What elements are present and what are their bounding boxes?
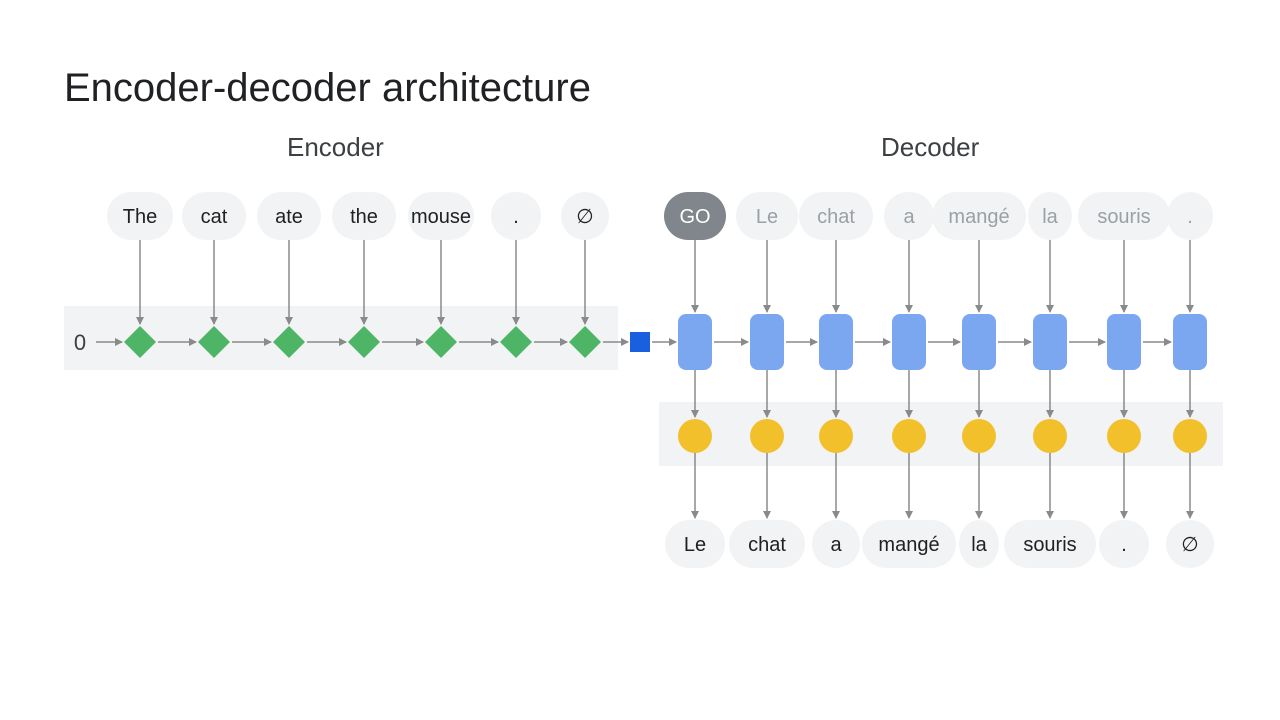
decoder-input-label: a [903, 206, 915, 228]
encoder-token-0: The [107, 192, 173, 240]
decoder-input-token-3-bg [884, 192, 934, 240]
encoder-token-label: ate [275, 206, 303, 228]
decoder-cell-2-rounded-rect-icon [819, 314, 853, 370]
decoder-title: Decoder [881, 132, 980, 162]
decoder-input-token-2: chat [799, 192, 873, 240]
decoder-output-label: a [830, 534, 842, 556]
encoder-token-3-bg [332, 192, 396, 240]
encoder-token-label: ∅ [576, 206, 593, 228]
encoder-cell-3-diamond-icon [348, 326, 380, 358]
encoder-token-3: the [332, 192, 396, 240]
encoder-token-label: . [513, 206, 519, 228]
encoder-token-1-bg [182, 192, 246, 240]
decoder-output-token-6: . [1099, 520, 1149, 568]
decoder-output-label: Le [684, 534, 706, 556]
decoder-output-label: ∅ [1181, 534, 1198, 556]
encoder-token-4: mouse [408, 192, 474, 240]
decoder-output-token-5-bg [1004, 520, 1096, 568]
decoder-input-token-6: souris [1078, 192, 1170, 240]
encoder-title: Encoder [287, 132, 384, 162]
decoder-output-token-1-bg [729, 520, 805, 568]
decoder-output-token-5: souris [1004, 520, 1096, 568]
encoder-token-2: ate [257, 192, 321, 240]
decoder-output-label: . [1121, 534, 1127, 556]
decoder-input-token-2-bg [799, 192, 873, 240]
decoder-input-token-4: mangé [932, 192, 1026, 240]
output-node-4-circle-icon [962, 419, 996, 453]
output-node-1-circle-icon [750, 419, 784, 453]
output-node-5-circle-icon [1033, 419, 1067, 453]
encoder-token-0-bg [107, 192, 173, 240]
encoder-token-5: . [491, 192, 541, 240]
output-node-2-circle-icon [819, 419, 853, 453]
decoder-output-token-7: ∅ [1166, 520, 1214, 568]
decoder-input-token-0: GO [664, 192, 726, 240]
encoder-token-6: ∅ [561, 192, 609, 240]
encoder-token-label: The [123, 206, 157, 228]
decoder-input-label: la [1042, 206, 1058, 228]
decoder-output-token-1: chat [729, 520, 805, 568]
decoder-output-token-2: a [812, 520, 860, 568]
output-node-3-circle-icon [892, 419, 926, 453]
decoder-input-token-0-bg [664, 192, 726, 240]
decoder-output-label: chat [748, 534, 786, 556]
decoder-output-token-6-bg [1099, 520, 1149, 568]
decoder-input-label: . [1187, 206, 1193, 228]
encoder-token-2-bg [257, 192, 321, 240]
encoder-cell-6-diamond-icon [569, 326, 601, 358]
decoder-input-token-5: la [1028, 192, 1072, 240]
decoder-input-token-1: Le [736, 192, 798, 240]
decoder-output-token-3-bg [862, 520, 956, 568]
decoder-cell-5-rounded-rect-icon [1033, 314, 1067, 370]
decoder-input-label: mangé [948, 206, 1009, 228]
decoder-output-label: mangé [878, 534, 939, 556]
encoder-token-label: cat [201, 206, 228, 228]
decoder-cell-3-rounded-rect-icon [892, 314, 926, 370]
encoder-cell-2-diamond-icon [273, 326, 305, 358]
decoder-cell-4-rounded-rect-icon [962, 314, 996, 370]
encoder-cell-0-diamond-icon [124, 326, 156, 358]
decoder-input-label: chat [817, 206, 855, 228]
decoder-input-token-5-bg [1028, 192, 1072, 240]
encoder-token-label: mouse [411, 206, 471, 228]
decoder-input-label: Le [756, 206, 778, 228]
decoder-cell-0-rounded-rect-icon [678, 314, 712, 370]
decoder-cell-6-rounded-rect-icon [1107, 314, 1141, 370]
decoder-output-token-2-bg [812, 520, 860, 568]
decoder-output-token-7-bg [1166, 520, 1214, 568]
decoder-output-token-0-bg [665, 520, 725, 568]
decoder-input-token-4-bg [932, 192, 1026, 240]
encoder-token-5-bg [491, 192, 541, 240]
encoder-cell-4-diamond-icon [425, 326, 457, 358]
initial-state-label: 0 [74, 330, 86, 355]
output-node-7-circle-icon [1173, 419, 1207, 453]
decoder-output-token-0: Le [665, 520, 725, 568]
decoder-input-token-7: . [1167, 192, 1213, 240]
output-node-6-circle-icon [1107, 419, 1141, 453]
decoder-input-token-1-bg [736, 192, 798, 240]
slide-title: Encoder-decoder architecture [64, 66, 591, 110]
decoder-output-token-4: la [959, 520, 999, 568]
decoder-output-label: la [971, 534, 987, 556]
encoder-cell-1-diamond-icon [198, 326, 230, 358]
encoder-token-label: the [350, 206, 378, 228]
decoder-cell-7-rounded-rect-icon [1173, 314, 1207, 370]
encoder-token-6-bg [561, 192, 609, 240]
encoder-cell-5-diamond-icon [500, 326, 532, 358]
decoder-cell-1-rounded-rect-icon [750, 314, 784, 370]
decoder-output-token-4-bg [959, 520, 999, 568]
decoder-input-token-3: a [884, 192, 934, 240]
decoder-input-label: souris [1097, 206, 1150, 228]
decoder-input-token-6-bg [1078, 192, 1170, 240]
decoder-output-token-3: mangé [862, 520, 956, 568]
context-vector-square-icon [630, 332, 650, 352]
decoder-output-label: souris [1023, 534, 1076, 556]
output-node-0-circle-icon [678, 419, 712, 453]
encoder-token-4-bg [408, 192, 474, 240]
encoder-token-1: cat [182, 192, 246, 240]
decoder-input-label: GO [679, 206, 710, 228]
decoder-input-token-7-bg [1167, 192, 1213, 240]
